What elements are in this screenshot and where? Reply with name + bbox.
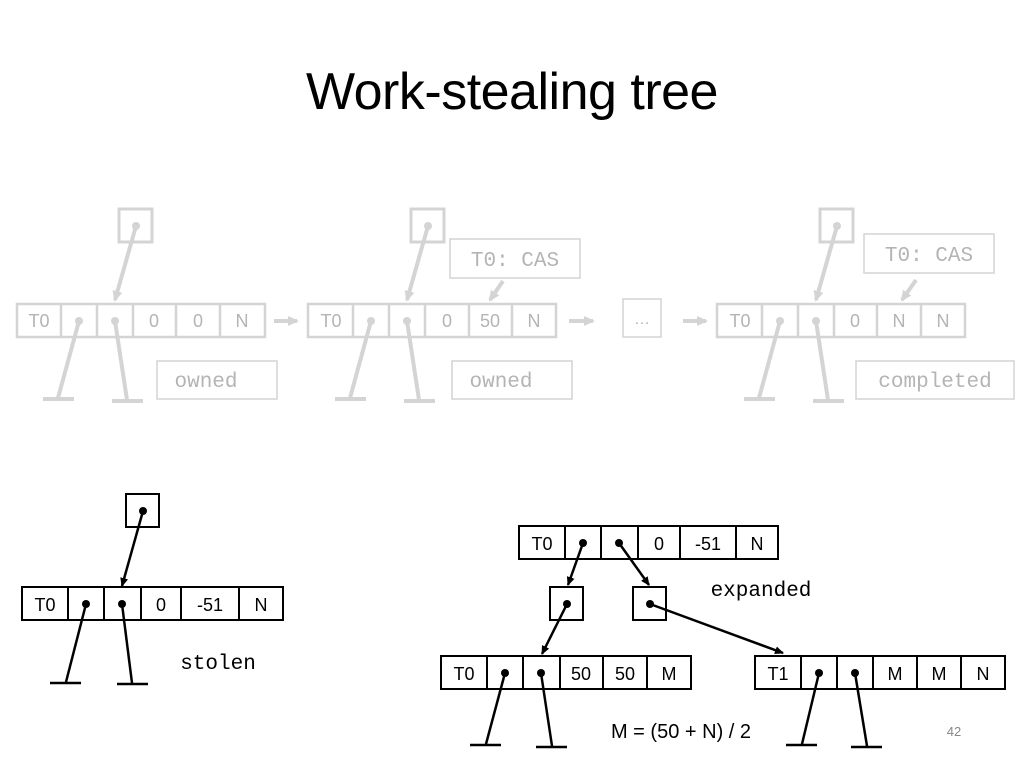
right-child-cell-progress: M (932, 664, 947, 684)
right-child-cell-thread: T1 (767, 664, 788, 684)
faded-1-label: owned (174, 371, 237, 394)
faded-3-cas-label: T0: CAS (885, 245, 973, 268)
stolen-cell-thread: T0 (34, 595, 55, 615)
faded-3-cell-progress: N (893, 311, 906, 331)
stolen-cell-end: N (255, 595, 268, 615)
faded-3-cell-thread: T0 (729, 311, 750, 331)
expanded-label: expanded (711, 580, 812, 603)
left-child-cell-end: M (662, 664, 677, 684)
slide-title: Work-stealing tree (306, 63, 718, 121)
faded-2-cell-start: 0 (442, 311, 452, 331)
right-child-cell-start: M (888, 664, 903, 684)
page-number: 42 (946, 724, 962, 739)
faded-state-1 (15, 207, 278, 403)
root-cell-end: N (751, 534, 764, 554)
root-cell-thread: T0 (531, 534, 552, 554)
faded-1-cell-thread: T0 (28, 311, 49, 331)
root-cell-start: 0 (654, 534, 664, 554)
stolen-node (21, 493, 284, 686)
ellipsis-text: … (634, 311, 650, 328)
expanded-tree (440, 525, 1006, 749)
faded-1-cell-progress: 0 (193, 311, 203, 331)
ellipsis-box (622, 298, 662, 338)
faded-state-2 (306, 207, 581, 403)
faded-2-cell-thread: T0 (320, 311, 341, 331)
faded-2-cell-progress: 50 (480, 311, 500, 331)
faded-2-cell-end: N (528, 311, 541, 331)
stolen-label: stolen (180, 653, 256, 676)
right-pointer-box (632, 586, 667, 621)
faded-3-cell-start: 0 (850, 311, 860, 331)
faded-2-label: owned (469, 371, 532, 394)
faded-1-cell-start: 0 (149, 311, 159, 331)
left-pointer-box (549, 586, 584, 621)
stolen-parent-box (125, 493, 160, 528)
left-child-cell-thread: T0 (453, 664, 474, 684)
left-child-node (440, 655, 692, 690)
left-child-cell-progress: 50 (615, 664, 635, 684)
faded-1-cell-end: N (236, 311, 249, 331)
stolen-cell-start: 0 (156, 595, 166, 615)
formula: M = (50 + N) / 2 (611, 721, 751, 743)
faded-3-label: completed (878, 371, 991, 394)
expanded-root-node (518, 525, 779, 560)
faded-state-3 (715, 207, 1015, 403)
root-cell-progress: -51 (695, 534, 721, 554)
faded-2-cas-label: T0: CAS (471, 250, 559, 273)
right-child-node (754, 655, 1006, 690)
left-child-cell-start: 50 (571, 664, 591, 684)
faded-parent-box-1 (117, 207, 154, 244)
faded-3-cell-end: N (937, 311, 950, 331)
right-child-cell-end: N (977, 664, 990, 684)
stolen-cell-progress: -51 (197, 595, 223, 615)
